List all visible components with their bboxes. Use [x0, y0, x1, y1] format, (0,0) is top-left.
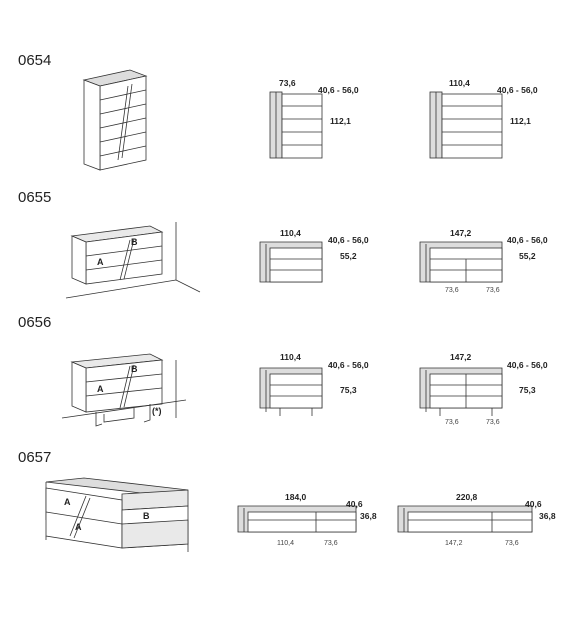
height-label: 36,8: [539, 511, 556, 521]
height-label: 112,1: [510, 116, 531, 126]
depth-label: 40,6: [346, 499, 363, 509]
part-label-b: B: [131, 364, 138, 374]
width-label: 73,6: [279, 78, 296, 88]
section-code-0656: 0656: [18, 314, 52, 331]
width-label: 184,0: [285, 492, 307, 502]
height-label: 55,2: [519, 251, 536, 261]
depth-label: 40,6 - 56,0: [328, 235, 369, 245]
width-label: 110,4: [449, 78, 470, 88]
part-label-a: A: [75, 522, 82, 532]
height-label: 75,3: [340, 385, 357, 395]
depth-label: 40,6 - 56,0: [507, 235, 548, 245]
dresser-0654-front-73: [269, 91, 323, 159]
width-label: 110,4: [280, 228, 301, 238]
depth-label: 40,6 - 56,0: [328, 360, 369, 370]
sub-width-label: 73,6: [505, 540, 519, 547]
depth-label: 40,6 - 56,0: [507, 360, 548, 370]
sub-width-label: 73,6: [324, 540, 338, 547]
width-label: 147,2: [450, 352, 472, 362]
dresser-0654-perspective: [82, 69, 148, 171]
section-code-0654: 0654: [18, 52, 52, 69]
width-label: 147,2: [450, 228, 472, 238]
sub-width-label: 73,6: [486, 419, 500, 426]
height-label: 112,1: [330, 116, 351, 126]
sub-width-label: 73,6: [445, 287, 459, 294]
dresser-0655-front-147: [419, 241, 503, 283]
sideboard-0657-front-184: [237, 505, 357, 533]
width-label: 110,4: [280, 352, 301, 362]
dresser-0655-front-110: [259, 241, 323, 283]
sub-width-label: 110,4: [277, 540, 294, 547]
depth-label: 40,6 - 56,0: [318, 85, 359, 95]
height-label: 75,3: [519, 385, 536, 395]
section-code-0655: 0655: [18, 189, 52, 206]
sub-width-label: 73,6: [486, 287, 500, 294]
footnote-marker: (*): [152, 406, 162, 416]
sideboard-0657-front-220: [397, 505, 533, 533]
dresser-0655-perspective: [65, 222, 201, 299]
depth-label: 40,6 - 56,0: [497, 85, 538, 95]
part-label-a: A: [64, 497, 71, 507]
dresser-0656-perspective: [61, 353, 187, 427]
sub-width-label: 147,2: [445, 540, 463, 547]
width-label: 220,8: [456, 492, 478, 502]
dresser-0656-front-110: [259, 367, 323, 416]
part-label-b: B: [143, 511, 150, 521]
section-code-0657: 0657: [18, 449, 52, 466]
part-label-b: B: [131, 237, 138, 247]
height-label: 36,8: [360, 511, 377, 521]
part-label-a: A: [97, 257, 104, 267]
part-label-a: A: [97, 384, 104, 394]
depth-label: 40,6: [525, 499, 542, 509]
sideboard-0657-perspective: [45, 477, 189, 552]
height-label: 55,2: [340, 251, 357, 261]
dresser-0654-front-110: [429, 91, 503, 159]
dresser-0656-front-147: [419, 367, 503, 416]
sub-width-label: 73,6: [445, 419, 459, 426]
